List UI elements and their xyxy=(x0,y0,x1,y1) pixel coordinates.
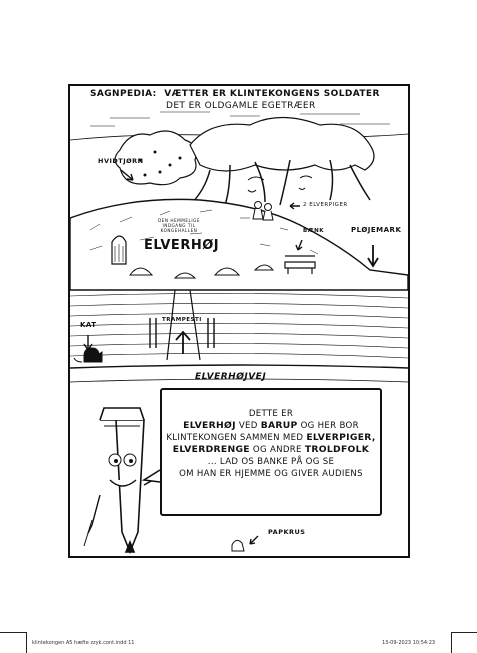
title-line-2: DET ER OLDGAMLE EGETRÆER xyxy=(166,101,316,111)
speech-line-6: OM HAN ER HJEMME OG GIVER AUDIENS xyxy=(179,469,363,479)
speech-line-1: DETTE ER xyxy=(248,409,294,419)
speech-line-3: KLINTEKONGEN SAMMEN MED ELVERPIGER, xyxy=(166,432,376,443)
label-hemmelig-2: INDGANG TIL xyxy=(162,223,196,228)
speech-line-2: ELVERHØJ VED BARUP OG HER BOR xyxy=(183,420,359,431)
crop-mark xyxy=(451,632,452,653)
label-trampesti: TRAMPESTI xyxy=(162,317,202,323)
label-hvidtjorn: HVIDTJØRN xyxy=(98,157,144,165)
label-plojemark: PLØJEMARK xyxy=(351,226,402,234)
label-elverpiger: 2 ELVERPIGER xyxy=(303,202,348,208)
label-papkrus: PAPKRUS xyxy=(268,528,306,536)
label-hemmelig-3: KONGEHALLEN xyxy=(160,228,198,233)
title-text-2: DET ER OLDGAMLE EGETRÆER xyxy=(166,101,316,111)
label-hemmelig-indgang: DEN HEMMELIGE INDGANG TIL KONGEHALLEN xyxy=(158,218,200,233)
speech-bubble: DETTE ER ELVERHØJ VED BARUP OG HER BOR K… xyxy=(160,388,382,516)
label-elverhoj: ELVERHØJ xyxy=(144,238,220,253)
speech-line-4: ELVERDRENGE OG ANDRE TROLDFOLK xyxy=(172,444,370,455)
title-text-1: VÆTTER ER KLINTEKONGENS SOLDATER xyxy=(164,89,380,99)
crop-mark xyxy=(451,632,477,633)
footer-file: klintekongen A5 hæfte zzyk.cont.indd 11 xyxy=(32,640,135,646)
footer-date: 13-09-2023 10:54:23 xyxy=(382,640,436,646)
label-elverhojvej: ELVERHØJVEJ xyxy=(195,372,267,382)
speech-line-5: ... LAD OS BANKE PÅ OG SE xyxy=(207,457,335,467)
crop-mark xyxy=(0,632,26,633)
title-line-1: SAGNPEDIA: VÆTTER ER KLINTEKONGENS SOLDA… xyxy=(90,89,380,99)
title-prefix: SAGNPEDIA: xyxy=(90,89,157,99)
label-hemmelig-1: DEN HEMMELIGE xyxy=(158,218,200,223)
crop-mark xyxy=(26,632,27,653)
label-baenk: BÆNK xyxy=(303,228,325,234)
label-kat: KAT xyxy=(80,321,97,329)
